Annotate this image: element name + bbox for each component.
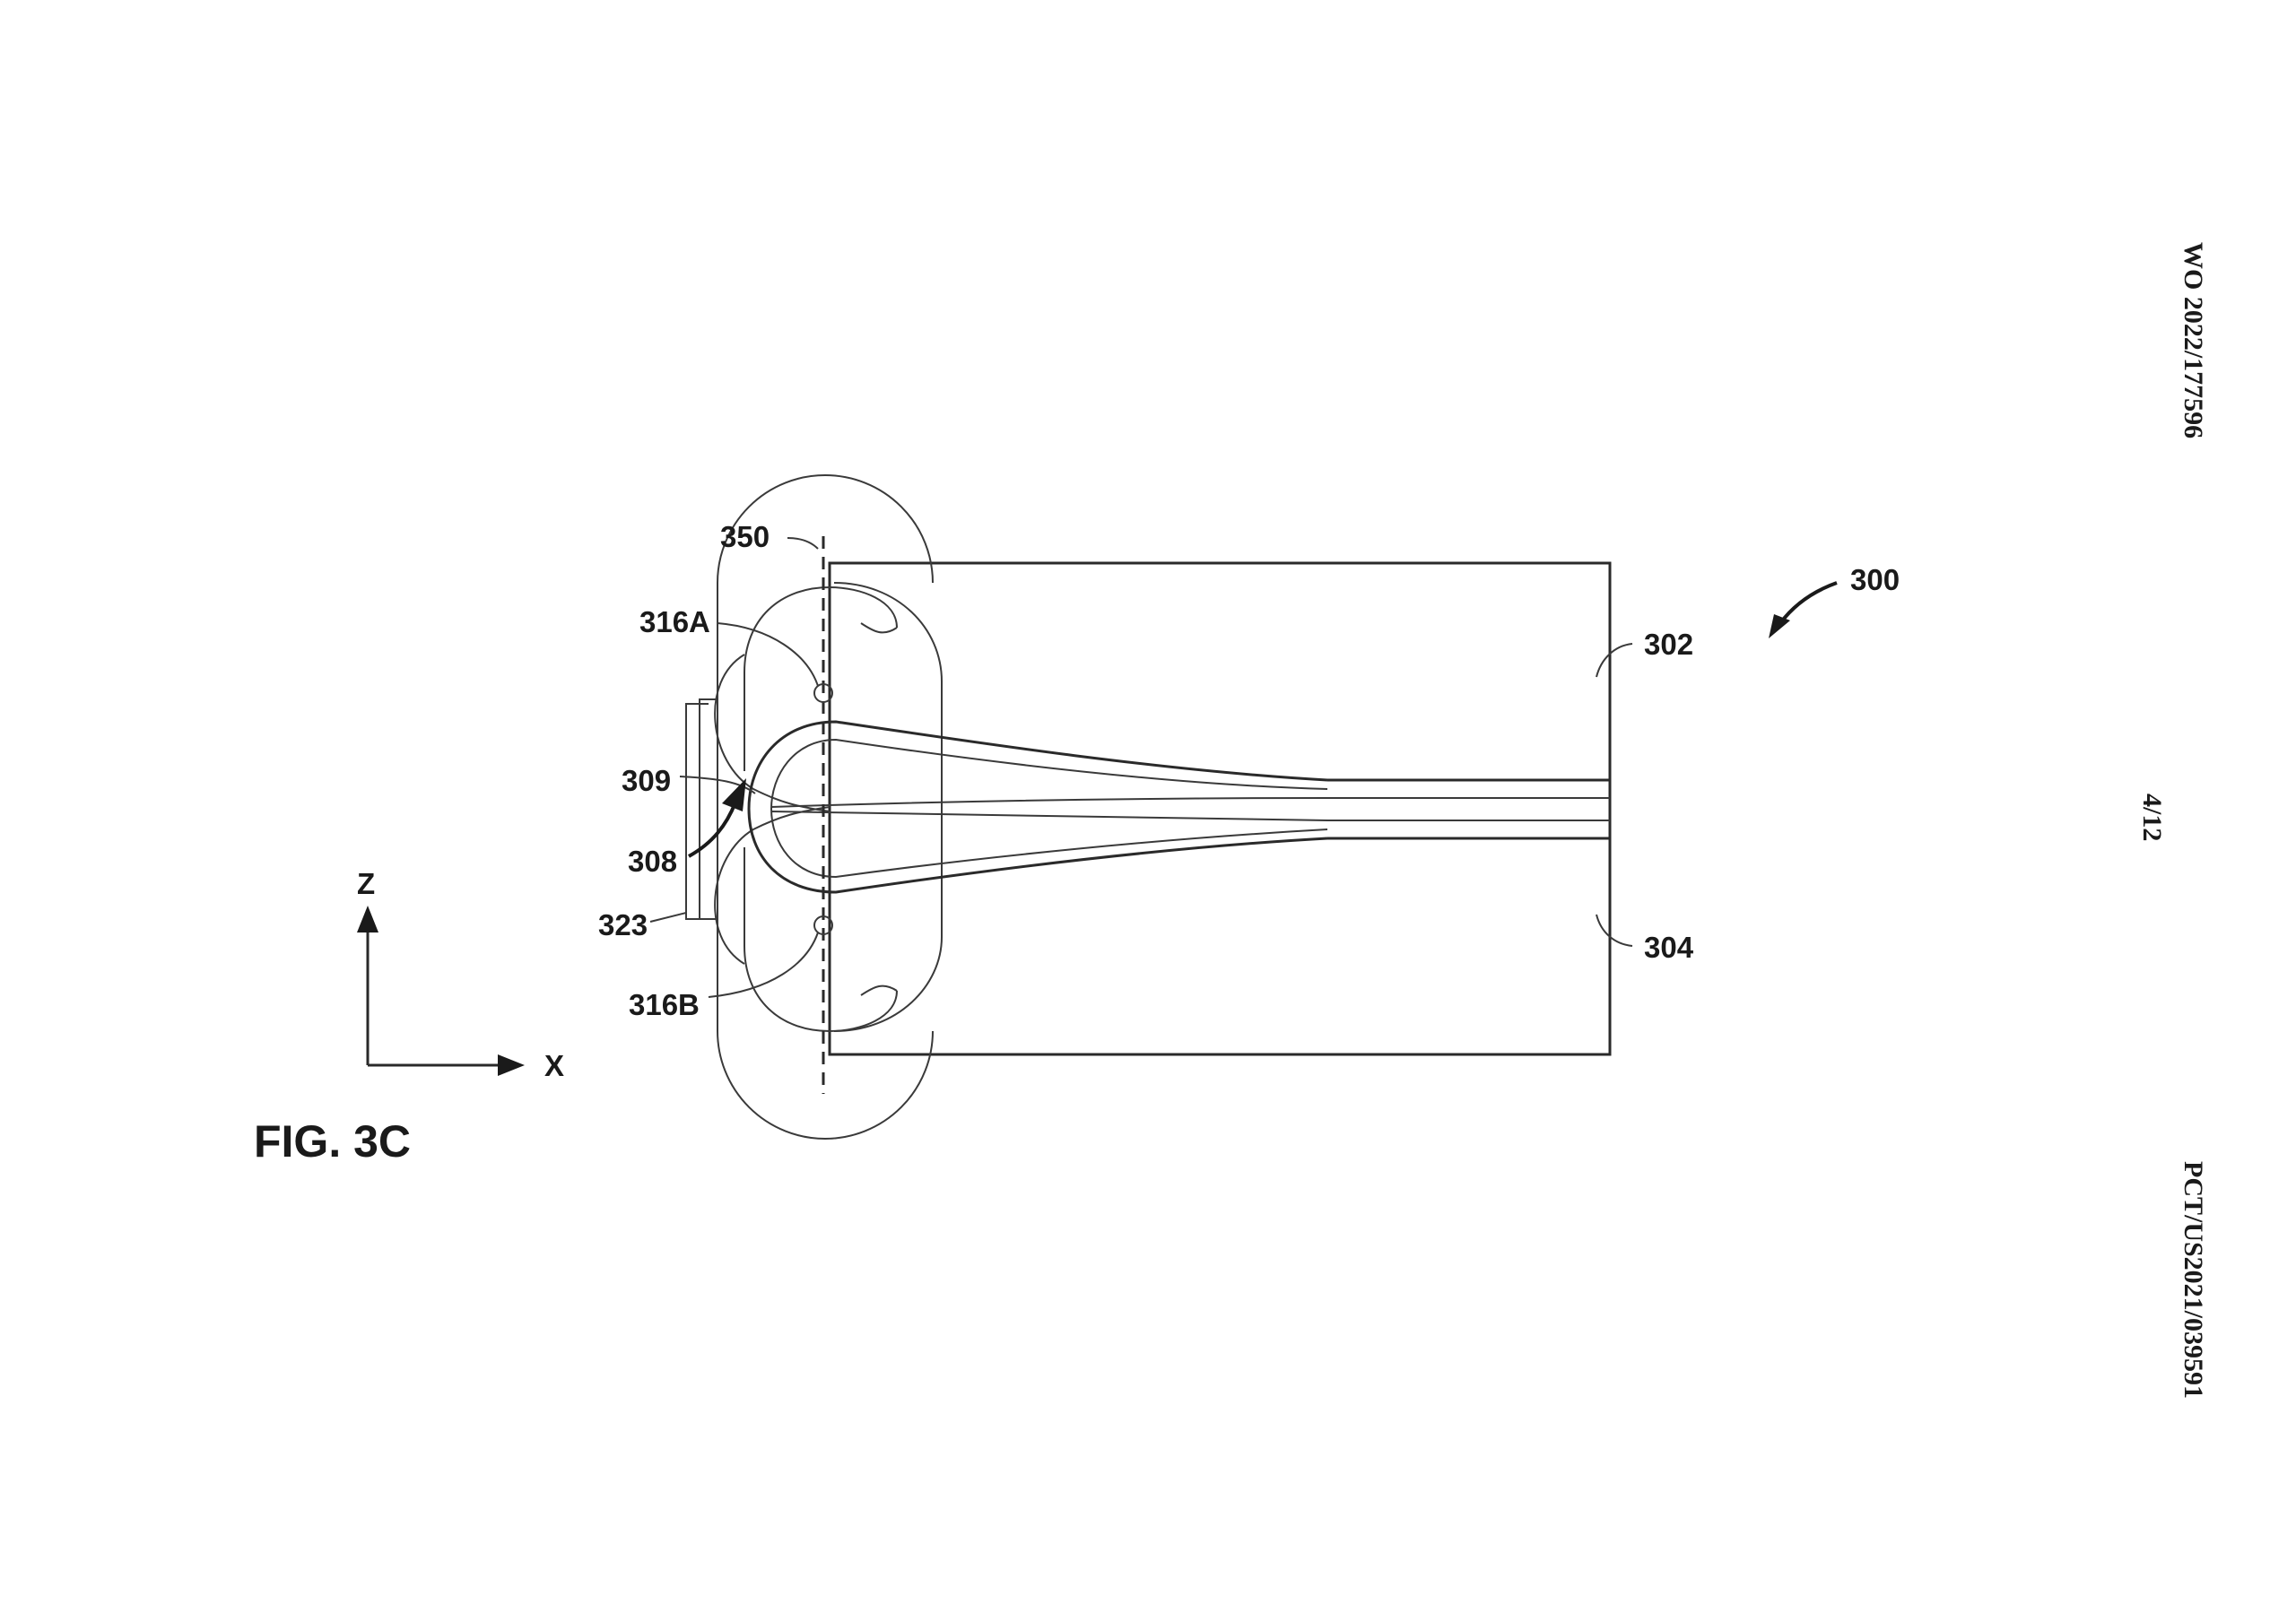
lower-hook-tip	[860, 984, 898, 996]
left-lobe-upper-curve	[699, 698, 718, 920]
arrow-300	[1779, 581, 1838, 625]
label-300: 300	[1850, 563, 1900, 596]
upper-hook-tip	[860, 622, 898, 634]
label-308: 308	[628, 845, 677, 878]
leader-323	[649, 912, 687, 923]
leader-316b	[708, 932, 819, 998]
arrow-308	[688, 802, 737, 858]
leader-350	[787, 537, 819, 550]
loop-inner-arm	[770, 738, 1328, 879]
label-302: 302	[1644, 628, 1693, 661]
outer-capsule	[717, 474, 934, 1140]
label-316b: 316B	[629, 988, 700, 1021]
axis-label-x: X	[544, 1049, 564, 1082]
sheet-number: 4/12	[2137, 794, 2167, 841]
leader-309	[679, 776, 756, 794]
label-304: 304	[1644, 931, 1694, 964]
label-316a: 316A	[639, 605, 710, 638]
publication-number: WO 2022/177596	[2179, 242, 2208, 438]
loop-centre-strand	[770, 797, 1328, 808]
bracket-323	[685, 703, 709, 920]
loop-centre-strand-2	[770, 811, 1328, 821]
arrow-300-head	[1769, 614, 1790, 638]
arrow-308-head	[722, 778, 746, 811]
upper-hook	[744, 585, 898, 771]
axis-label-z: Z	[357, 867, 375, 900]
lower-left-lobe	[714, 806, 831, 965]
x-axis-arrowhead	[498, 1054, 525, 1076]
outer-capsule-right	[833, 582, 943, 1032]
pivot-316b	[813, 915, 833, 935]
label-309: 309	[622, 764, 671, 797]
label-350: 350	[720, 520, 770, 553]
housing-rectangle	[828, 561, 1612, 1056]
label-323: 323	[598, 908, 648, 941]
loop-outer-arm	[747, 720, 1328, 894]
leader-316a	[717, 622, 819, 687]
lower-hook	[744, 847, 898, 1033]
pivot-316a	[813, 683, 833, 703]
leader-302	[1596, 643, 1633, 678]
upper-left-lobe	[714, 654, 831, 812]
leader-304	[1596, 914, 1633, 947]
figure-title: FIG. 3C	[254, 1116, 411, 1167]
application-number: PCT/US2021/039591	[2179, 1161, 2208, 1399]
z-axis-arrowhead	[357, 906, 378, 932]
